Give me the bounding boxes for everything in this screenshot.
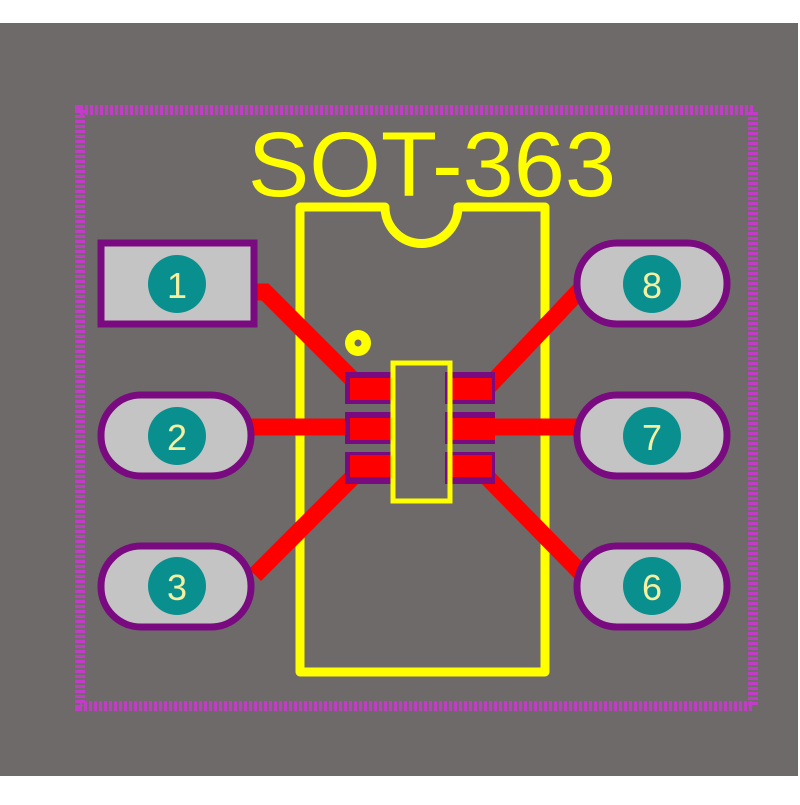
silkscreen-body-outline bbox=[295, 202, 550, 677]
pad-1[interactable]: 1 bbox=[97, 239, 258, 328]
pad-6[interactable]: 6 bbox=[573, 542, 731, 631]
pin-marker-7 bbox=[623, 407, 681, 465]
pad-3[interactable]: 3 bbox=[97, 542, 255, 631]
pin-label-8: 8 bbox=[642, 265, 662, 306]
pin-label-2: 2 bbox=[167, 417, 187, 458]
pin-marker-6 bbox=[623, 557, 681, 615]
pin-marker-8 bbox=[623, 255, 681, 313]
pin-marker-2 bbox=[148, 407, 206, 465]
pin-label-3: 3 bbox=[167, 567, 187, 608]
inner-pads bbox=[345, 372, 495, 484]
pin-label-1: 1 bbox=[167, 265, 187, 306]
pin-marker-3 bbox=[148, 557, 206, 615]
pad-8[interactable]: 8 bbox=[573, 239, 731, 328]
footprint-title: SOT-363 bbox=[248, 114, 616, 216]
pad-7[interactable]: 7 bbox=[573, 391, 731, 480]
pin-marker-1 bbox=[148, 255, 206, 313]
inner-body-outline bbox=[390, 360, 453, 504]
pin-label-7: 7 bbox=[642, 417, 662, 458]
pad-2[interactable]: 2 bbox=[97, 391, 255, 480]
courtyard-outline bbox=[75, 105, 758, 711]
pin-label-6: 6 bbox=[642, 567, 662, 608]
